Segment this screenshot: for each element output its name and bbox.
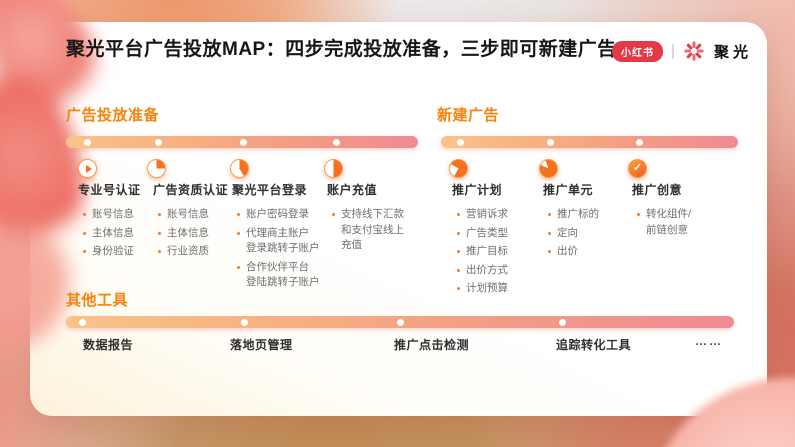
- step-title: 推广计划: [452, 183, 503, 197]
- tool-label: 落地页管理: [230, 338, 293, 352]
- bullet-dot: [332, 213, 335, 216]
- bullet-dot: [83, 231, 86, 235]
- step-column: 聚光平台登录 账户密码登录 代理商主账户 登录跳转子账户 合作伙伴平台 登陆跳转…: [232, 181, 320, 294]
- step-dot: [154, 138, 162, 146]
- pie-330-icon: [539, 159, 558, 178]
- step-bullets: 推广标的 定向 出价: [543, 207, 599, 260]
- bullet-dot: [158, 250, 161, 253]
- step-dot: [456, 138, 464, 146]
- step-title: 聚光平台登录: [232, 183, 308, 197]
- juguang-starburst-icon: [683, 40, 705, 62]
- create-timeline-bar: [441, 136, 738, 148]
- step-column: 广告资质认证 账号信息 主体信息 行业资质: [153, 181, 228, 263]
- bullet-item: 合作伙伴平台 登陆跳转子账户: [232, 260, 320, 291]
- step-dot: [332, 138, 340, 146]
- bullet-item: 广告类型: [452, 226, 508, 242]
- check-icon: ✓: [628, 159, 647, 178]
- step-dot: [546, 138, 554, 146]
- step-column: 推广创意 转化组件/ 前链创意: [632, 181, 691, 241]
- step-bullets: 账号信息 主体信息 行业资质: [153, 207, 228, 260]
- bullet-item: 主体信息: [153, 226, 228, 242]
- step-dot: [83, 138, 91, 146]
- step-bullets: 转化组件/ 前链创意: [632, 207, 691, 238]
- step-bullets: 营销诉求 广告类型 推广目标 出价方式 计划预算: [452, 207, 508, 297]
- step-column: 推广单元 推广标的 定向 出价: [543, 181, 599, 263]
- bullet-dot: [83, 213, 86, 216]
- brand-logos: 小红书 聚光: [612, 40, 752, 62]
- step-title: 账户充值: [327, 183, 378, 197]
- tools-timeline-bar: [66, 316, 734, 328]
- step-bullets: 支持线下汇款 和支付宝线上 充值: [327, 207, 404, 254]
- step-column: 账户充值 支持线下汇款 和支付宝线上 充值: [327, 181, 404, 257]
- step-dot: [78, 318, 86, 326]
- tool-label: 数据报告: [83, 338, 134, 352]
- pie-half-icon: [324, 159, 343, 178]
- bullet-item: 账号信息: [78, 207, 141, 223]
- play-icon: [78, 159, 97, 178]
- step-dot: [240, 318, 248, 326]
- pie-quarter-icon: [147, 159, 166, 178]
- prep-timeline-bar: [66, 136, 418, 148]
- bullet-dot: [457, 268, 460, 272]
- bullet-item: 账号信息: [153, 207, 228, 223]
- bullet-item: 营销诉求: [452, 207, 508, 223]
- step-column: 推广计划 营销诉求 广告类型 推广目标 出价方式 计划预算: [452, 181, 508, 300]
- logo-divider: [672, 43, 674, 59]
- bullet-item: 账户密码登录: [232, 207, 320, 223]
- bullet-dot: [457, 213, 460, 216]
- bullet-item: 计划预算: [452, 281, 508, 297]
- step-dot: [635, 138, 643, 146]
- step-bullets: 账户密码登录 代理商主账户 登录跳转子账户 合作伙伴平台 登陆跳转子账户: [232, 207, 320, 291]
- bullet-item: 转化组件/ 前链创意: [632, 207, 691, 238]
- bullet-dot: [548, 213, 551, 216]
- pie-270-icon: [449, 159, 468, 178]
- content-card: [30, 22, 767, 416]
- bullet-item: 行业资质: [153, 244, 228, 260]
- bullet-item: 支持线下汇款 和支付宝线上 充值: [327, 207, 404, 254]
- bullet-item: 主体信息: [78, 226, 141, 242]
- step-bullets: 账号信息 主体信息 身份验证: [78, 207, 141, 260]
- section-header-tools: 其他工具: [66, 292, 129, 309]
- section-header-prep: 广告投放准备: [66, 107, 160, 124]
- step-dot: [558, 318, 566, 326]
- step-title: 广告资质认证: [153, 183, 229, 197]
- bullet-dot: [83, 250, 86, 253]
- bullet-item: 代理商主账户 登录跳转子账户: [232, 226, 320, 257]
- tool-label: 推广点击检测: [394, 338, 470, 352]
- bullet-dot: [237, 231, 240, 235]
- step-dot: [239, 138, 247, 146]
- step-dot: [396, 318, 404, 326]
- section-header-create: 新建广告: [437, 107, 500, 124]
- bullet-item: 推广目标: [452, 244, 508, 260]
- bullet-dot: [158, 231, 161, 235]
- bullet-dot: [457, 287, 460, 290]
- bullet-item: 定向: [543, 226, 599, 242]
- more-tools-ellipsis: ……: [695, 334, 723, 348]
- bullet-dot: [457, 231, 460, 235]
- bullet-dot: [237, 213, 240, 216]
- juguang-wordmark: 聚光: [714, 43, 753, 61]
- step-title: 专业号认证: [78, 183, 141, 197]
- bullet-dot: [457, 250, 460, 253]
- bullet-dot: [548, 250, 551, 253]
- page-title: 聚光平台广告投放MAP：四步完成投放准备，三步即可新建广告: [66, 39, 617, 60]
- bullet-dot: [158, 213, 161, 216]
- step-title: 推广创意: [632, 183, 683, 197]
- step-title: 推广单元: [543, 183, 594, 197]
- pie-150-icon: [230, 159, 249, 178]
- bullet-dot: [237, 265, 240, 269]
- tool-label: 追踪转化工具: [556, 338, 632, 352]
- bullet-dot: [548, 231, 551, 235]
- xiaohongshu-logo: 小红书: [612, 40, 663, 62]
- bullet-item: 身份验证: [78, 244, 141, 260]
- bullet-item: 推广标的: [543, 207, 599, 223]
- step-column: 专业号认证 账号信息 主体信息 身份验证: [78, 181, 141, 263]
- bullet-item: 出价方式: [452, 263, 508, 279]
- bullet-dot: [637, 213, 640, 216]
- bullet-item: 出价: [543, 244, 599, 260]
